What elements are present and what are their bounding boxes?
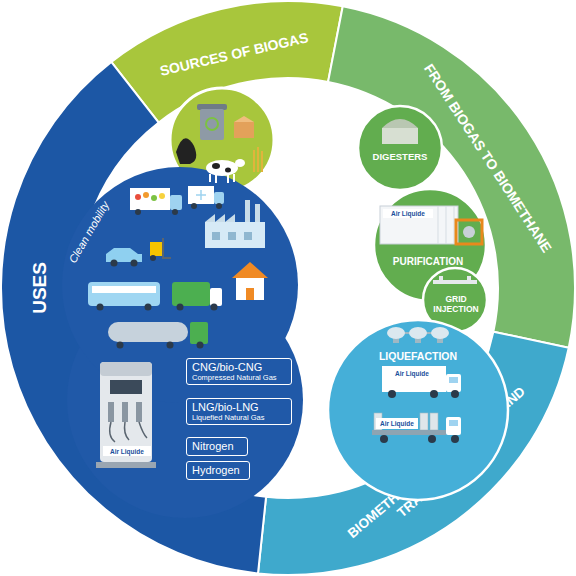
waste-sources-art-part (235, 159, 245, 167)
circle-shape (62, 167, 298, 403)
box-heading: Hydrogen (192, 464, 244, 477)
box-body: Liquefied Natural Gas (192, 414, 286, 423)
brand-logo-text: Air Liquide (380, 420, 414, 427)
node-label: GRID INJECTION (428, 295, 484, 315)
step-circle: DIGESTERS (358, 106, 442, 190)
circle-fill (62, 167, 298, 403)
box-heading: Nitrogen (192, 440, 242, 453)
node-label: DIGESTERS (360, 152, 440, 163)
circle-shape (328, 320, 508, 500)
fuel-box: Nitrogen (186, 437, 248, 456)
circle-shape (358, 106, 442, 190)
waste-sources-art-part (254, 147, 262, 172)
fuel-box: LNG/bio-LNGLiquefied Natural Gas (186, 398, 292, 425)
box-body: Compressed Natural Gas (192, 374, 286, 383)
waste-sources-art-part (176, 138, 196, 164)
node-label: PURIFICATION (383, 256, 473, 268)
waste-sources-art-part (234, 122, 254, 138)
uses-circle: Clean mobility (62, 167, 298, 403)
box-heading: LNG/bio-LNG (192, 401, 286, 414)
fuel-box: CNG/bio-CNGCompressed Natural Gas (186, 358, 292, 385)
box-heading: CNG/bio-CNG (192, 361, 286, 374)
node-label: LIQUEFACTION (363, 350, 473, 362)
circle-fill (328, 320, 508, 500)
fuel-dispenser-art-part (136, 402, 142, 422)
node-label: USES (29, 243, 51, 333)
circle-fill (358, 106, 442, 190)
band-fill (328, 6, 575, 347)
fuel-box: Hydrogen (186, 461, 250, 480)
waste-sources-art-part (200, 109, 224, 140)
fuel-dispenser-art-part (103, 446, 151, 456)
brand-logo-text: Air Liquide (110, 448, 144, 455)
waste-sources-art-part (206, 118, 218, 130)
brand-logo-text: Air Liquide (395, 370, 429, 377)
waste-sources-art-part (197, 104, 227, 110)
brand-logo-text: Air Liquide (391, 210, 425, 217)
waste-sources-art-part (234, 116, 254, 122)
waste-sources-art-part (212, 163, 220, 169)
waste-sources-art-part (225, 168, 231, 173)
step-circle: LIQUEFACTION (328, 320, 508, 500)
